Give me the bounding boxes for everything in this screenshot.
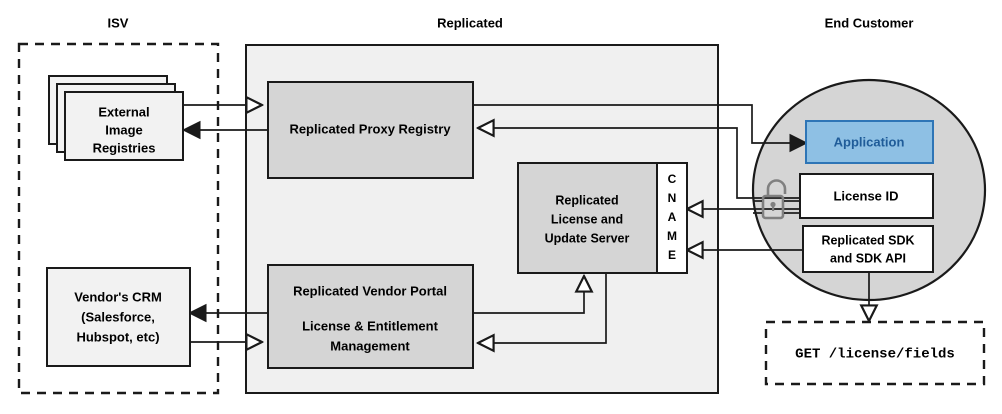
cname-letter-c: C [668, 172, 677, 186]
replicated-vendor-portal-line-3: License & Entitlement [302, 318, 438, 333]
vendors-crm-line-1: Vendor's CRM [74, 289, 162, 304]
application-label: Application [834, 134, 905, 149]
replicated-license-update-server-node[interactable]: Replicated License and Update Server [517, 162, 658, 274]
replicated-sdk-node[interactable]: Replicated SDK and SDK API [802, 225, 934, 273]
external-image-registries-line-3: Registries [93, 140, 156, 155]
external-image-registries-node[interactable]: External Image Registries [48, 75, 184, 161]
replicated-sdk-line-1: Replicated SDK [821, 233, 914, 247]
replicated-proxy-registry-node[interactable]: Replicated Proxy Registry [267, 81, 474, 179]
replicated-license-update-server-line-2: License and [551, 212, 623, 226]
vendors-crm-box [46, 267, 191, 367]
group-title-end-customer: End Customer [825, 15, 914, 30]
group-title-isv: ISV [108, 15, 129, 30]
replicated-proxy-registry-box [267, 81, 474, 179]
replicated-vendor-portal-node[interactable]: Replicated Vendor Portal License & Entit… [267, 264, 474, 369]
replicated-sdk-box [802, 225, 934, 273]
isv-group-boundary [17, 42, 220, 395]
replicated-proxy-registry-label: Replicated Proxy Registry [289, 121, 451, 136]
replicated-vendor-portal-line-1: Replicated Vendor Portal [293, 283, 447, 298]
connection-application-to-proxy [478, 128, 800, 199]
vendors-crm-line-3: Hubspot, etc) [76, 329, 159, 344]
license-id-box [799, 173, 934, 219]
application-node[interactable]: Application [805, 120, 934, 164]
connection-proxy-to-application [472, 104, 806, 143]
vendors-crm-line-2: (Salesforce, [81, 309, 155, 324]
application-box [805, 120, 934, 164]
vendors-crm-node[interactable]: Vendor's CRM (Salesforce, Hubspot, etc) [46, 267, 191, 367]
cname-letter-n: N [668, 191, 677, 205]
replicated-vendor-portal-box [267, 264, 474, 369]
replicated-license-update-server-line-1: Replicated [555, 193, 618, 207]
cname-letter-m: M [667, 229, 677, 243]
cname-box [656, 162, 688, 274]
external-image-registries-stack-front [64, 91, 184, 161]
replicated-license-update-server-box [517, 162, 658, 274]
cname-node[interactable]: C N A M E [656, 162, 688, 274]
external-image-registries-line-2: Image [105, 122, 143, 137]
replicated-license-update-server-line-3: Update Server [545, 231, 630, 245]
api-request-label: GET /license/fields [795, 347, 955, 363]
cname-letter-a: A [668, 210, 677, 224]
api-request-node[interactable]: GET /license/fields [764, 320, 986, 386]
connection-vendorportal-to-licenseserver [472, 276, 584, 314]
cname-letter-e: E [668, 248, 676, 262]
unlocked-padlock-icon [753, 179, 800, 220]
connection-licenseserver-to-vendorportal [478, 272, 607, 343]
external-image-registries-line-1: External [98, 104, 149, 119]
api-request-boundary [764, 320, 986, 386]
group-title-replicated: Replicated [437, 15, 503, 30]
license-id-node[interactable]: License ID [799, 173, 934, 219]
replicated-vendor-portal-line-4: Management [330, 338, 410, 353]
license-id-label: License ID [833, 188, 898, 203]
replicated-sdk-line-2: and SDK API [830, 251, 906, 265]
